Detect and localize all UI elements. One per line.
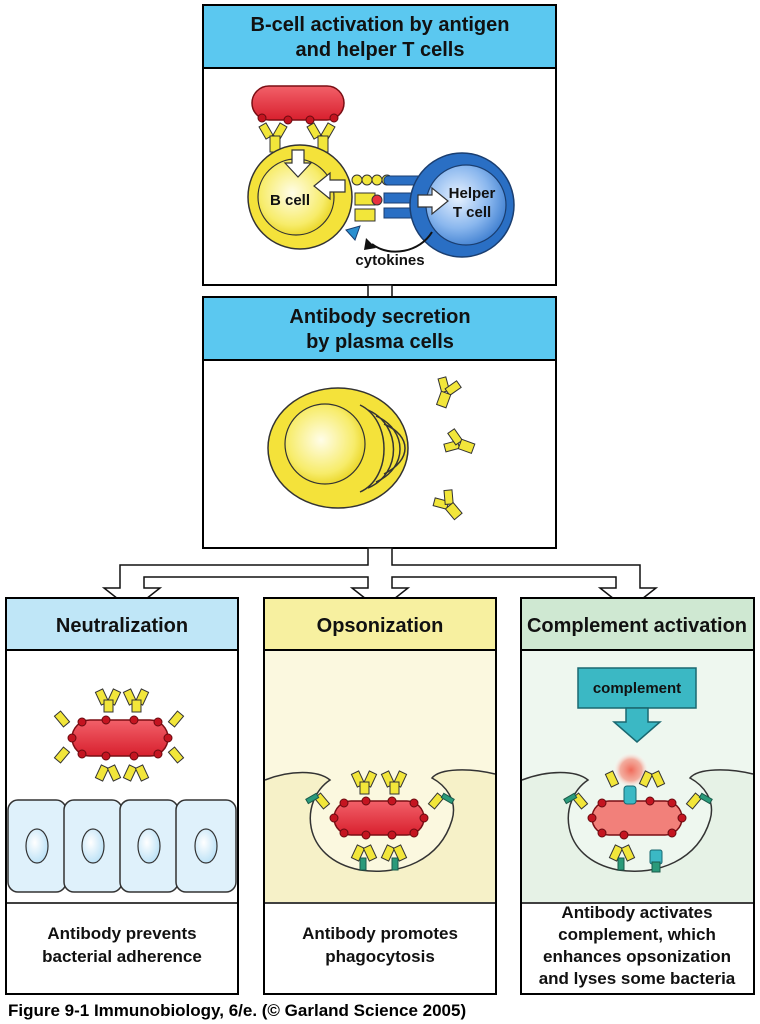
t-cell-label-line1: Helper — [449, 185, 496, 202]
signal-arrow-icon — [313, 171, 346, 201]
mhc-tcr-interface — [351, 174, 423, 222]
middle-panel-title-line1: Antibody secretion — [289, 306, 470, 328]
neutralization-title: Neutralization — [56, 615, 188, 637]
middle-panel-title-line2: by plasma cells — [306, 331, 454, 353]
lysis-glow — [613, 752, 649, 788]
complement-caption-line4: and lyses some bacteria — [539, 969, 736, 988]
opsonization-panel: Opsonization — [263, 597, 497, 995]
cytokine-icon — [345, 225, 361, 241]
complement-header — [520, 597, 755, 651]
opsonization-header — [263, 597, 497, 651]
complement-title: Complement activation — [527, 615, 747, 637]
complement-panel: Complement activation complement — [520, 597, 755, 995]
neutralization-caption-line2: bacterial adherence — [42, 947, 202, 966]
helper-t-cell: Helper T cell — [409, 152, 515, 258]
figure-credit: Figure 9-1 Immunobiology, 6/e. (© Garlan… — [8, 1001, 466, 1020]
neutralization-header — [5, 597, 239, 651]
complement-down-arrow-icon — [611, 707, 663, 743]
top-panel-title-line2: and helper T cells — [296, 39, 465, 61]
neutralization-panel: Neutralization — [5, 597, 239, 995]
complement-caption-line2: complement, which — [558, 925, 716, 944]
antigen-uptake-arrow-icon — [283, 149, 313, 178]
plasma-cell — [267, 387, 409, 509]
opsonized-bacterium — [305, 770, 455, 871]
neutralization-caption-line1: Antibody prevents — [47, 924, 196, 943]
opsonization-title: Opsonization — [317, 615, 444, 637]
complement-label: complement — [593, 680, 681, 697]
opsonization-caption-line2: phagocytosis — [325, 947, 435, 966]
complement-callout: complement — [577, 667, 697, 743]
epithelial-cells — [7, 799, 237, 893]
b-cell: B cell — [247, 144, 353, 250]
cytokine-arrow-icon — [371, 231, 433, 253]
t-cell-label-line2: T cell — [453, 204, 491, 221]
cytokines-label: cytokines — [355, 252, 424, 269]
top-panel-header — [202, 4, 557, 69]
middle-panel-header — [202, 296, 557, 361]
complement-caption-line1: Antibody activates — [561, 903, 712, 922]
complement-caption-line3: enhances opsonization — [543, 947, 731, 966]
secreted-antibodies — [432, 376, 476, 521]
opsonization-caption-line1: Antibody promotes — [302, 924, 458, 943]
neutralized-bacterium — [53, 688, 185, 782]
middle-panel: Antibody secretion by plasma cells — [202, 296, 557, 549]
complement-bound-bacterium — [563, 770, 713, 873]
activation-arrow-icon — [417, 186, 449, 216]
bacterium — [251, 85, 345, 125]
b-cell-label: B cell — [270, 192, 310, 209]
surface-antibodies — [258, 122, 336, 153]
top-panel-title-line1: B-cell activation by antigen — [251, 14, 510, 36]
top-panel: B-cell activation by antigen and helper … — [202, 4, 557, 286]
